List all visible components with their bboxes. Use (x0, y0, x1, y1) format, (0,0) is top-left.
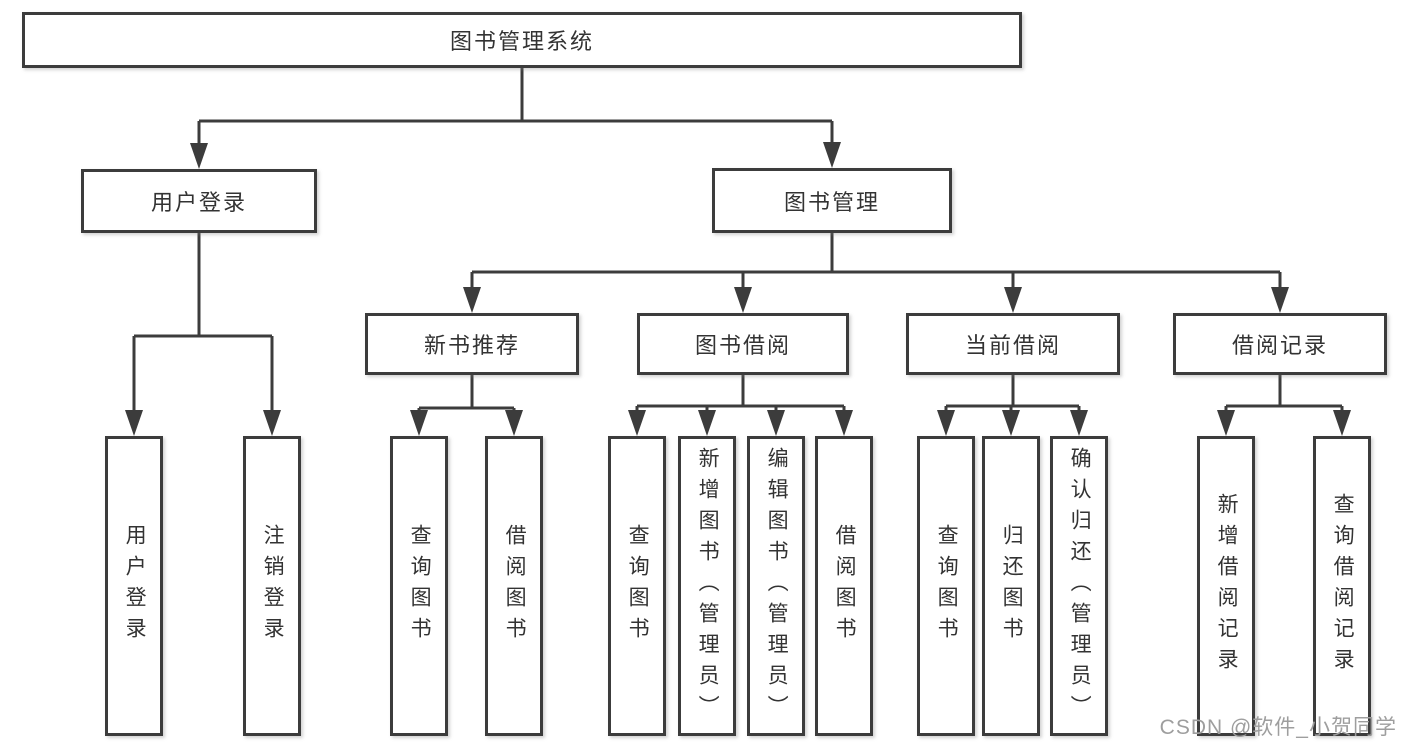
node-book-management: 图书管理 (712, 168, 952, 233)
leaf-label: 确认归还（管理员） (1068, 446, 1092, 726)
leaf-query-books-borrowing: 查询图书 (608, 436, 666, 736)
leaf-query-borrow-record: 查询借阅记录 (1313, 436, 1371, 736)
connector-root-to-level2 (190, 67, 841, 169)
connector-borrowing-records-to-leaves (1217, 375, 1351, 436)
node-label: 用户登录 (150, 190, 247, 215)
connector-new-book-recommend-to-leaves (410, 375, 523, 436)
connector-user-login-to-leaves (125, 233, 281, 436)
node-borrowing-records: 借阅记录 (1173, 313, 1387, 375)
leaf-label: 查询图书 (935, 524, 959, 648)
leaf-label: 查询借阅记录 (1331, 493, 1355, 679)
leaf-borrow-books-recommend: 借阅图书 (485, 436, 543, 736)
leaf-confirm-return-admin: 确认归还（管理员） (1050, 436, 1108, 736)
leaf-return-book: 归还图书 (982, 436, 1040, 736)
leaf-borrow-books: 借阅图书 (815, 436, 873, 736)
leaf-label: 编辑图书（管理员） (765, 446, 789, 726)
leaf-logout: 注销登录 (243, 436, 301, 736)
leaf-label: 查询图书 (408, 524, 432, 648)
node-current-borrowing: 当前借阅 (906, 313, 1120, 375)
connector-book-management-to-level3 (463, 233, 1289, 313)
node-book-borrowing: 图书借阅 (637, 313, 849, 375)
node-label: 图书借阅 (694, 333, 791, 358)
leaf-label: 用户登录 (123, 524, 147, 648)
leaf-add-book-admin: 新增图书（管理员） (678, 436, 736, 736)
leaf-label: 查询图书 (626, 524, 650, 648)
leaf-label: 借阅图书 (833, 524, 857, 648)
leaf-label: 新增图书（管理员） (696, 446, 720, 726)
connector-current-borrowing-to-leaves (937, 375, 1088, 436)
node-label: 新书推荐 (423, 333, 520, 358)
leaf-edit-book-admin: 编辑图书（管理员） (747, 436, 805, 736)
leaf-add-borrow-record: 新增借阅记录 (1197, 436, 1255, 736)
node-label: 当前借阅 (964, 333, 1061, 358)
node-new-book-recommend: 新书推荐 (365, 313, 579, 375)
node-library-management-system: 图书管理系统 (22, 12, 1022, 68)
leaf-user-login: 用户登录 (105, 436, 163, 736)
csdn-watermark: CSDN @软件_小贺同学 (1159, 716, 1397, 739)
node-user-login: 用户登录 (81, 169, 317, 233)
node-label: 图书管理 (783, 189, 880, 215)
leaf-label: 归还图书 (1000, 524, 1024, 648)
node-label: 借阅记录 (1231, 333, 1328, 358)
leaf-label: 新增借阅记录 (1215, 493, 1239, 679)
leaf-label: 借阅图书 (503, 524, 527, 648)
leaf-query-books-recommend: 查询图书 (390, 436, 448, 736)
connector-book-borrowing-to-leaves (628, 375, 853, 436)
leaf-label: 注销登录 (261, 524, 285, 648)
leaf-query-books-current: 查询图书 (917, 436, 975, 736)
node-label: 图书管理系统 (449, 29, 594, 54)
